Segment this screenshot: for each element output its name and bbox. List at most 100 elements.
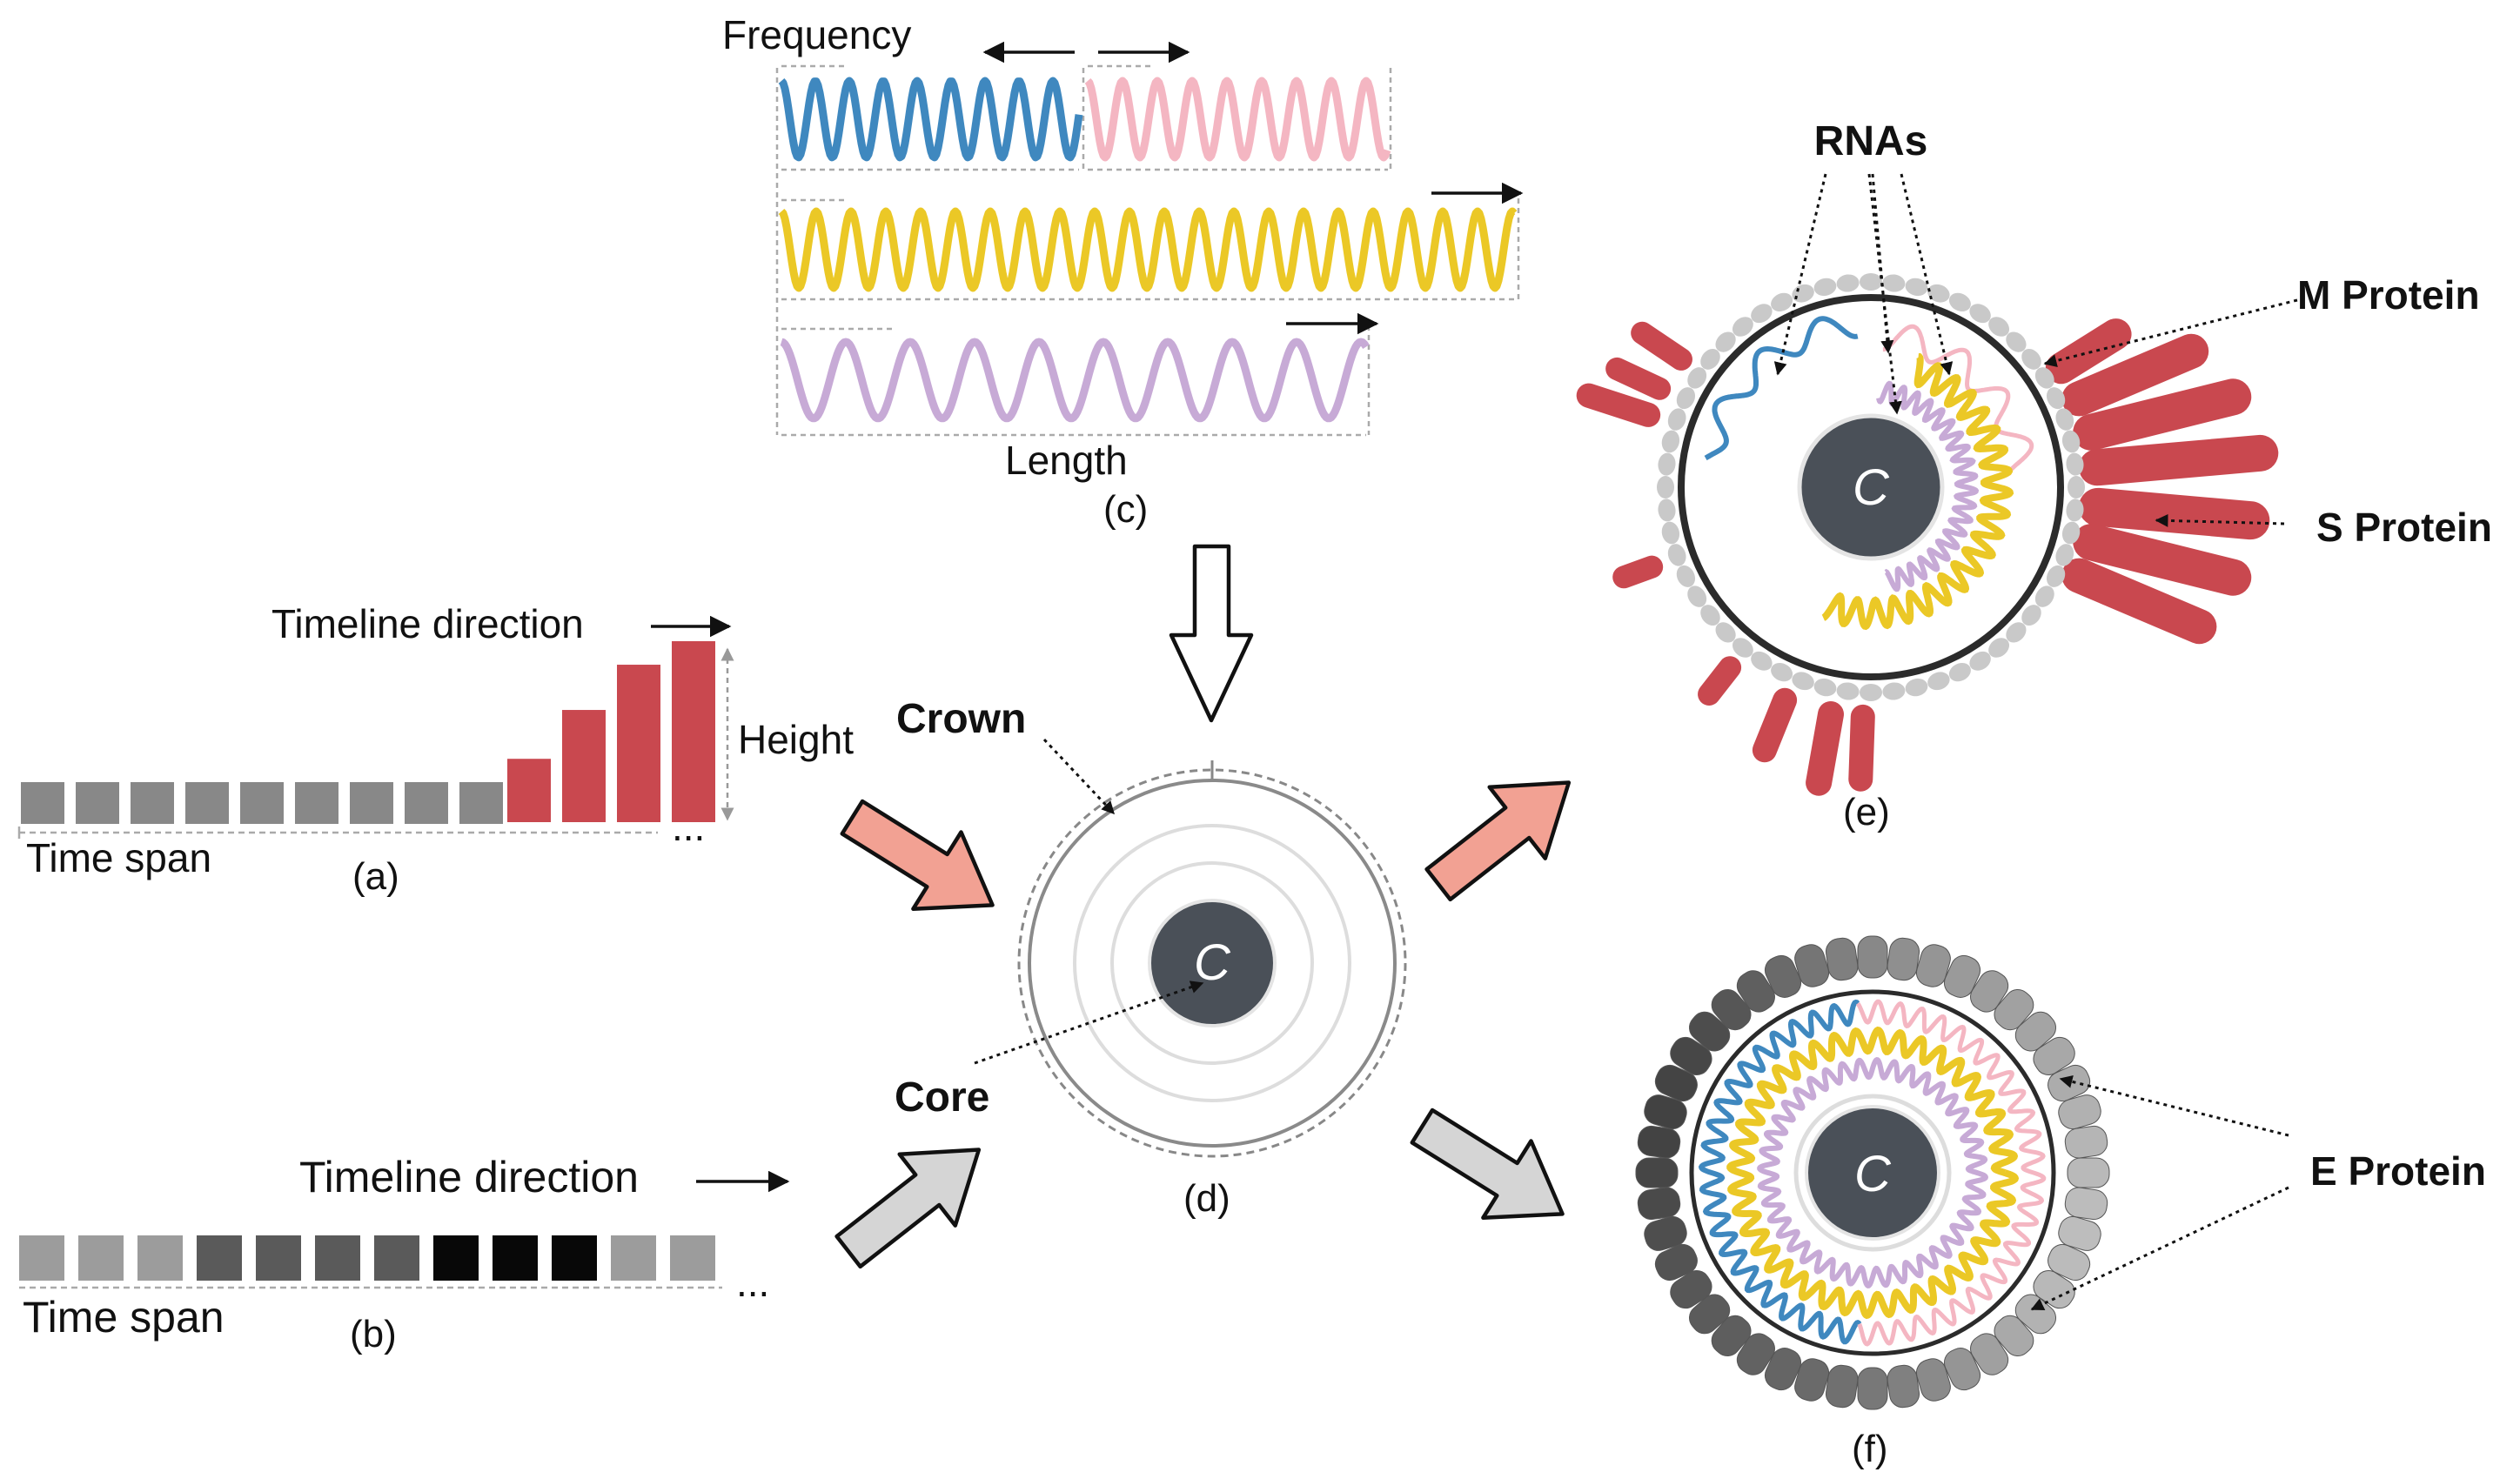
panel-e-m-protein-dot	[1667, 544, 1686, 566]
panel-f-e-protein-segment	[1887, 1364, 1920, 1409]
panel-e-s-protein-label: S Protein	[2316, 505, 2492, 550]
panel-e-rnas-label: RNAs	[1814, 118, 1928, 164]
panel-f-e-protein-segment	[1825, 1364, 1859, 1409]
panel-d: C Crown Core (d)	[895, 696, 1407, 1220]
panel-c-lavender-wave	[779, 338, 1370, 423]
panel-e-m-protein-dot	[1927, 284, 1950, 303]
panel-b-square	[315, 1235, 360, 1281]
panel-e-m-protein-dot	[1792, 672, 1814, 691]
panel-e-m-protein-dot	[1715, 331, 1736, 352]
panel-e-m-protein-dot	[2046, 387, 2066, 410]
panel-e-m-protein-dot	[2068, 476, 2085, 499]
panel-e-pointers	[1773, 173, 2298, 527]
panel-e-m-protein-dot	[2066, 499, 2084, 522]
panel-e-m-protein-dot	[2055, 408, 2074, 431]
panel-f-e-protein-segment	[1764, 954, 1802, 998]
panel-f-e-protein-segment	[1857, 935, 1888, 979]
panel-f-e-protein-segment	[1736, 1333, 1775, 1375]
panel-f: C E Protein (f)	[1635, 935, 2486, 1470]
panel-b-square	[256, 1235, 301, 1281]
panel-e-m-protein-dot	[1969, 304, 1991, 324]
panel-a-red-bar	[507, 759, 551, 822]
panel-e-m-protein-dots	[1657, 273, 2085, 701]
panel-f-e-protein-segment	[1688, 1294, 1731, 1335]
panel-f-e-protein-segment	[1915, 1358, 1951, 1402]
panel-f-e-protein-segment	[1711, 988, 1752, 1031]
panel-b-caption: (b)	[350, 1313, 397, 1355]
panel-e-m-protein-dot	[1715, 622, 1736, 643]
panel-f-e-protein-segment	[1644, 1215, 1687, 1251]
panel-f-e-protein-segment	[1887, 937, 1920, 981]
arrow-b-to-d	[834, 1148, 982, 1269]
panel-e-m-protein-dot	[1771, 662, 1793, 682]
panel-e-m-protein-dot	[1988, 317, 2010, 337]
panel-b-square	[197, 1235, 242, 1281]
panel-f-e-protein-segment	[1644, 1094, 1687, 1130]
panel-e-caption: (e)	[1843, 791, 1890, 833]
panel-f-e-protein-segment	[1943, 1348, 1981, 1391]
panel-e-m-protein-dot	[1676, 387, 1696, 410]
panel-e-s-protein	[2061, 333, 2209, 417]
arrow-d-to-e	[1424, 780, 1572, 902]
panel-f-e-protein-segment	[1970, 970, 2009, 1013]
panel-f-e-protein-segment	[1943, 954, 1981, 998]
panel-e-m-protein-dot	[1676, 565, 1696, 587]
panel-b-square	[611, 1235, 656, 1281]
panel-a-caption: (a)	[352, 855, 399, 898]
panel-e-s-protein	[2061, 558, 2217, 645]
panel-f-pointers	[2030, 1074, 2289, 1311]
panel-e-m-protein-dot	[2034, 367, 2054, 389]
panel-e-m-protein-dot	[2046, 565, 2066, 587]
panel-f-e-protein-segment	[1994, 1315, 2034, 1357]
panel-d-outer-ring	[1028, 779, 1397, 1148]
panel-e-m-protein-dot	[2006, 622, 2027, 643]
panel-e-m-protein-dot	[1905, 278, 1928, 297]
panel-e-m-protein-dot	[1732, 317, 1753, 337]
panel-f-e-protein-ring	[1635, 935, 2110, 1410]
panel-a-gray-square	[459, 782, 503, 824]
panel-e-rna-lavender	[1876, 380, 1980, 592]
panel-f-e-protein-segment	[1688, 1011, 1731, 1052]
panel-e-s-protein	[2079, 434, 2279, 486]
panel-a-gray-square	[405, 782, 448, 824]
panel-f-core-letter: C	[1854, 1146, 1892, 1202]
panel-e-m-protein-dot	[1813, 678, 1837, 697]
panel-e-m-protein-dot	[1988, 638, 2010, 658]
panel-e-m-protein-dot	[2021, 605, 2041, 626]
panel-a-gray-square	[350, 782, 393, 824]
panel-c-length-label: Length	[1005, 438, 1128, 483]
panel-e: C RNAs M Protein S Protein (e)	[1576, 118, 2492, 833]
panel-b-square	[19, 1235, 64, 1281]
panel-e-s-protein	[2073, 378, 2252, 451]
panel-c-frequency-label: Frequency	[722, 12, 911, 57]
panel-e-m-protein-dot	[1836, 682, 1860, 700]
panel-e-s-protein	[2045, 318, 2132, 385]
panel-f-e-protein-segment	[1764, 1348, 1802, 1391]
panel-e-m-protein-dot	[1948, 292, 1971, 312]
panel-b-square	[78, 1235, 124, 1281]
panel-b-square	[374, 1235, 419, 1281]
panel-e-s-protein	[1848, 704, 1875, 792]
panel-f-core	[1805, 1105, 1940, 1241]
panel-d-core-pointer	[974, 980, 1204, 1065]
panel-a-gray-square	[185, 782, 229, 824]
panel-f-e-protein-segment	[1654, 1243, 1698, 1282]
panel-e-m-protein-dot	[1661, 521, 1680, 545]
panel-c-yellow-wave	[778, 207, 1518, 292]
panel-f-rna-pink	[1855, 999, 2047, 1347]
panel-e-m-protein-dot	[1700, 348, 1720, 370]
panel-e-s-protein	[2079, 487, 2270, 540]
panel-a-timeline-label: Timeline direction	[271, 601, 584, 646]
panel-e-s-proteins	[1576, 318, 2279, 796]
panel-f-e-protein-segment	[2064, 1125, 2108, 1159]
panel-a-time-span-label: Time span	[26, 835, 211, 880]
panel-b-ellipsis: ...	[736, 1260, 769, 1305]
panel-a-gray-square	[240, 782, 284, 824]
panel-c-guides	[775, 64, 1520, 437]
panel-a-height-label: Height	[738, 717, 854, 762]
panel-f-e-protein-label: E Protein	[2310, 1148, 2486, 1194]
panel-a-red-bar	[617, 665, 660, 822]
panel-d-core	[1148, 899, 1277, 1027]
panel-e-m-protein-dot	[2006, 331, 2027, 352]
panel-e-m-protein-dot	[1969, 651, 1991, 671]
